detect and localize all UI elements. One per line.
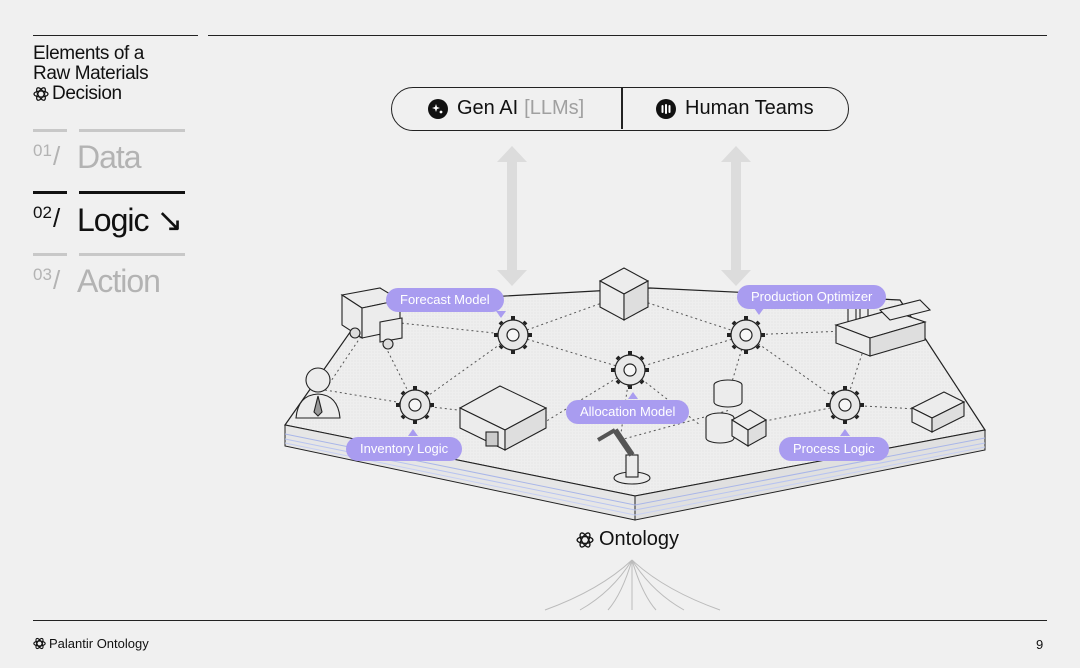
sidebar-item-action[interactable]: 03 / Action	[33, 253, 185, 301]
person-icon	[295, 367, 341, 419]
footer-brand-text: Palantir Ontology	[49, 636, 149, 651]
cash-stack-icon	[910, 391, 966, 433]
ontology-text: Ontology	[599, 528, 680, 550]
title-line-1: Elements of a	[33, 43, 144, 64]
genai-segment[interactable]: Gen AI [LLMs]	[428, 88, 584, 129]
tag-inventory-logic[interactable]: Inventory Logic	[346, 437, 463, 461]
warehouse-icon	[458, 385, 548, 451]
tag-forecast-model[interactable]: Forecast Model	[386, 288, 504, 312]
robot-arm-icon	[596, 428, 651, 485]
sidebar-item-slash: /	[53, 141, 61, 171]
tag-allocation-model[interactable]: Allocation Model	[566, 400, 690, 424]
sparkle-icon	[428, 98, 448, 119]
bottom-rule	[33, 620, 1047, 621]
sidebar-item-slash: /	[53, 265, 61, 295]
ontology-label: Ontology	[576, 528, 679, 551]
human-teams-label: Human Teams	[685, 97, 814, 119]
tag-pointers	[408, 308, 850, 436]
title-line-2: Raw Materials	[33, 63, 149, 84]
ontology-icon	[33, 637, 46, 650]
sidebar-item-number: 01	[33, 141, 52, 160]
storage-tank-icon	[705, 379, 768, 447]
ontology-icon	[576, 531, 594, 548]
ai-human-pill: Gen AI [LLMs] Human Teams	[391, 87, 849, 131]
llms-label: [LLMs]	[524, 97, 585, 119]
sidebar-item-slash: /	[53, 203, 61, 233]
footer-brand: Palantir Ontology	[33, 636, 149, 651]
pill-divider	[621, 88, 623, 129]
top-rule-left	[33, 35, 198, 36]
sidebar-item-label: Data	[77, 139, 142, 175]
sidebar-item-number: 03	[33, 265, 52, 284]
arrow-genai	[497, 146, 527, 286]
ontology-icon	[33, 87, 49, 101]
human-teams-segment[interactable]: Human Teams	[656, 88, 814, 129]
tag-process-logic[interactable]: Process Logic	[779, 437, 889, 461]
sidebar-item-label: Logic ↘	[77, 202, 183, 238]
scene-objects	[295, 267, 966, 485]
sidebar-title: Elements of a Raw Materials Decision	[33, 44, 193, 104]
factory-icon	[834, 297, 932, 357]
team-icon	[656, 98, 676, 119]
sidebar-item-data[interactable]: 01 / Data	[33, 129, 185, 177]
truck-icon	[340, 287, 403, 350]
arrow-human-teams	[721, 146, 751, 286]
gear-icons	[396, 316, 864, 424]
tag-production-optimizer[interactable]: Production Optimizer	[737, 285, 887, 309]
box-icon	[598, 267, 650, 321]
title-line-3: Decision	[52, 83, 122, 104]
sidebar-item-logic[interactable]: 02 / Logic ↘	[33, 191, 185, 239]
genai-label: Gen AI	[457, 97, 519, 119]
page-number: 9	[1036, 637, 1044, 652]
top-rule-right	[208, 35, 1047, 36]
sidebar-item-number: 02	[33, 203, 52, 222]
sidebar-item-label: Action	[77, 263, 161, 299]
ontology-roots	[544, 559, 721, 611]
